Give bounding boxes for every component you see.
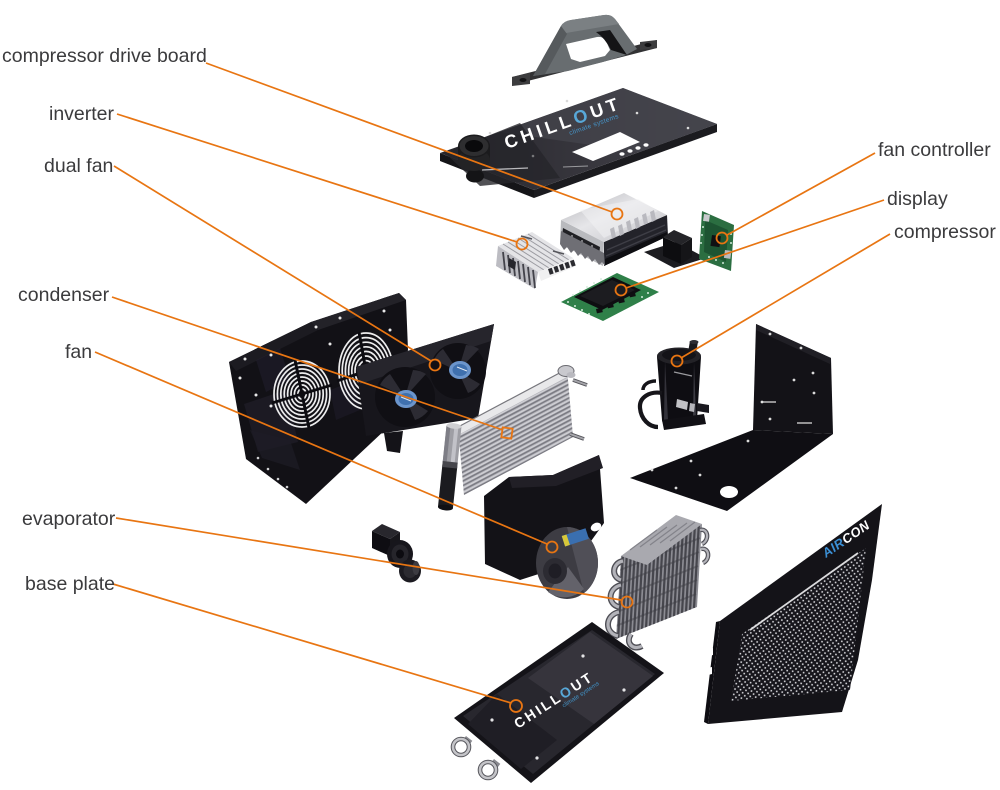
svg-text:evaporator: evaporator xyxy=(22,508,116,530)
svg-text:fan: fan xyxy=(65,341,92,363)
svg-text:compressor: compressor xyxy=(894,221,996,243)
svg-text:condenser: condenser xyxy=(18,284,110,306)
svg-text:fan controller: fan controller xyxy=(878,139,991,161)
svg-text:base plate: base plate xyxy=(25,573,115,595)
svg-text:compressor drive board: compressor drive board xyxy=(2,45,207,67)
svg-text:display: display xyxy=(887,188,948,210)
svg-text:dual fan: dual fan xyxy=(44,155,113,177)
svg-text:inverter: inverter xyxy=(49,103,115,125)
